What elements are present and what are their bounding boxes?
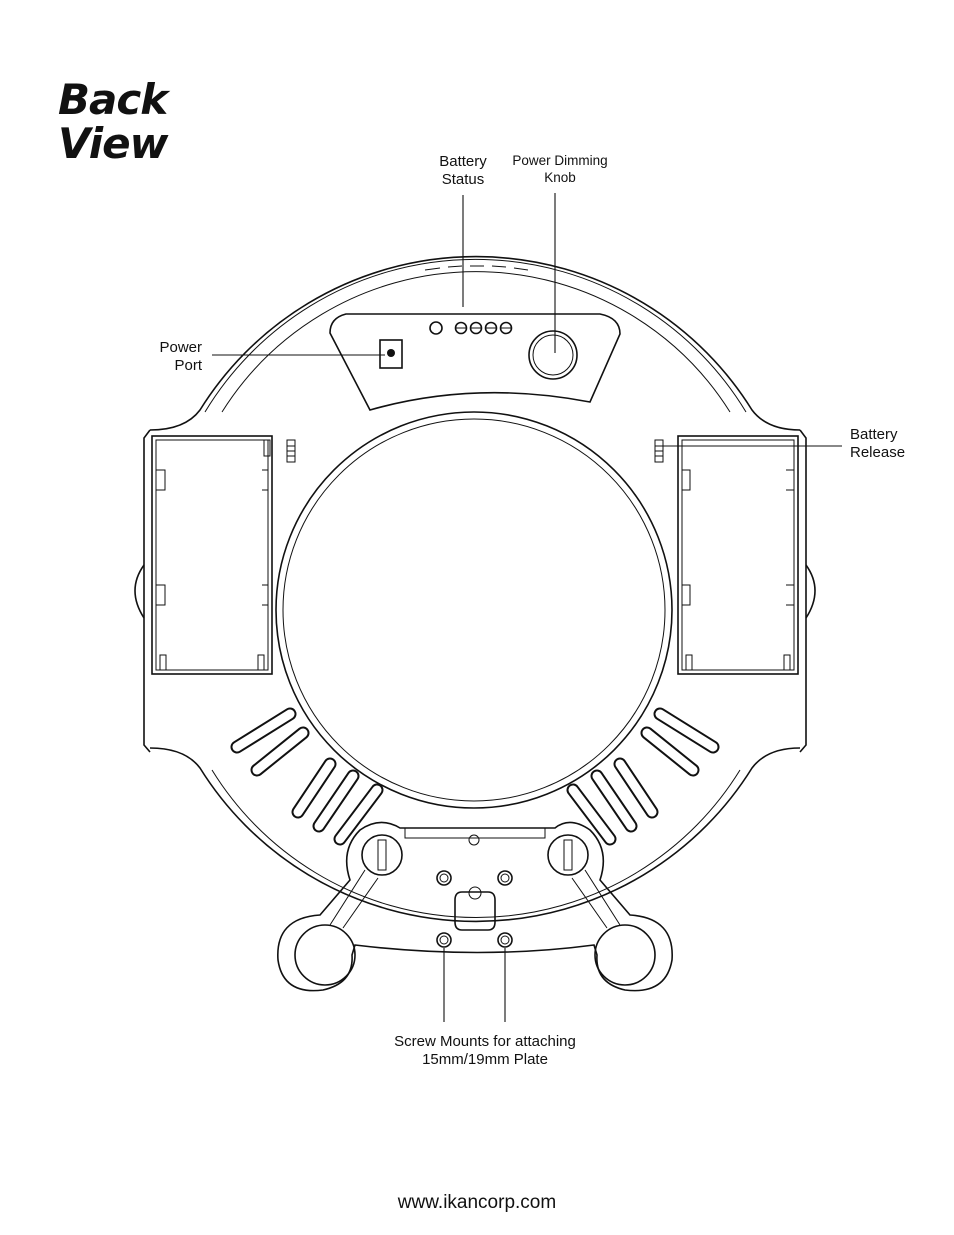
- power-port-label: Power Port: [120, 339, 202, 375]
- screw-mounts-label: Screw Mounts for attaching 15mm/19mm Pla…: [355, 1033, 615, 1069]
- mounting-bracket: [277, 821, 673, 992]
- title-line-2: View: [58, 119, 168, 168]
- leader-lines: [212, 193, 842, 1022]
- screw-mounts-label-line-1: Screw Mounts for attaching: [394, 1033, 576, 1050]
- power-port: [379, 339, 403, 369]
- control-panel: [329, 313, 621, 411]
- page-title: Back View: [58, 75, 168, 168]
- center-aperture: [275, 411, 673, 809]
- battery-status-label-line-2: Status: [441, 171, 485, 188]
- right-vent-slots: [566, 707, 720, 846]
- power-port-label-line-1: Power: [159, 339, 202, 356]
- ring-body: [134, 255, 816, 923]
- power-dimming-knob-label-line-1: Power Dimming: [512, 153, 608, 168]
- left-battery-bay: [151, 435, 296, 675]
- battery-release-label-line-2: Release: [850, 444, 906, 461]
- battery-release-label: Battery Release: [850, 426, 950, 462]
- footer-url: www.ikancorp.com: [397, 1192, 557, 1213]
- power-dimming-knob-label: Power Dimming Knob: [495, 152, 625, 186]
- right-battery-bay: [654, 435, 799, 675]
- power-port-label-line-2: Port: [174, 357, 202, 374]
- battery-status-label: Battery Status: [418, 153, 508, 189]
- battery-status-leds: [429, 321, 513, 335]
- screw-mounts: [436, 870, 513, 948]
- battery-status-label-line-1: Battery: [439, 153, 487, 170]
- screw-mounts-label-line-2: 15mm/19mm Plate: [422, 1051, 548, 1068]
- battery-release-label-line-1: Battery: [850, 426, 898, 443]
- left-vent-slots: [230, 707, 384, 846]
- title-line-1: Back: [58, 75, 168, 124]
- power-dimming-knob: [528, 330, 578, 380]
- power-dimming-knob-label-line-2: Knob: [544, 170, 576, 185]
